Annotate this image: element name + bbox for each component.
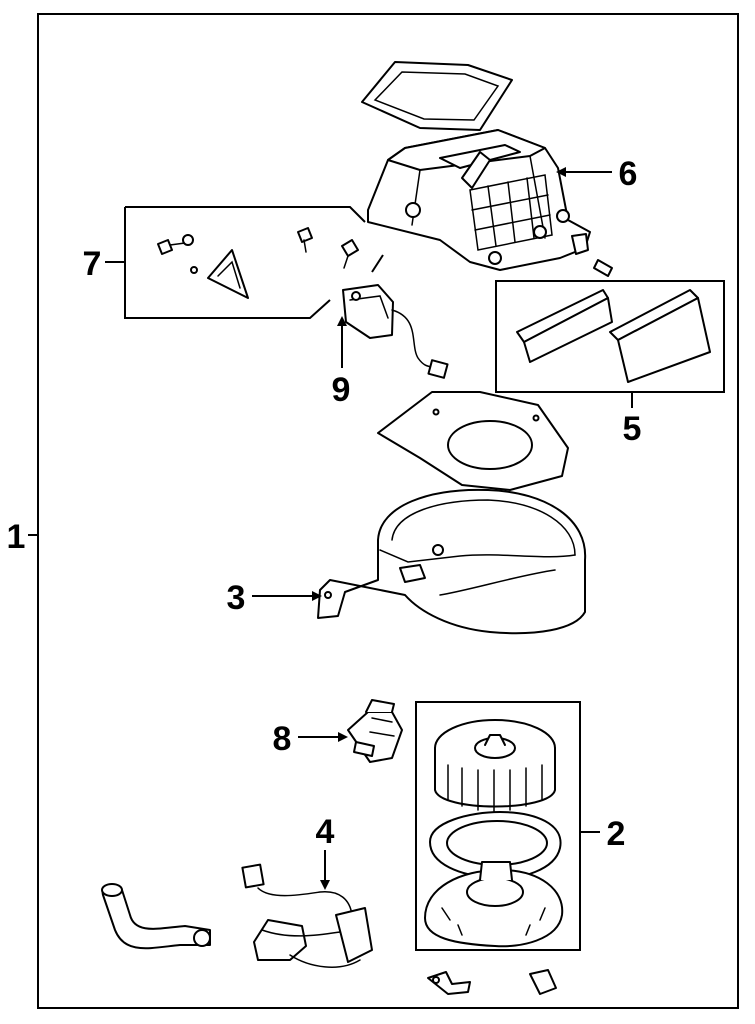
callout-5: 5 bbox=[623, 410, 642, 448]
part-upper-case bbox=[361, 61, 613, 277]
callout-3: 3 bbox=[227, 579, 246, 617]
part-resistor bbox=[347, 699, 403, 763]
part-small-clips bbox=[427, 969, 557, 995]
part-hose bbox=[101, 883, 211, 950]
part-hardware-kit bbox=[124, 206, 384, 319]
part-blower-housing bbox=[317, 391, 587, 635]
part-actuator bbox=[342, 284, 449, 379]
callout-9: 9 bbox=[332, 371, 351, 409]
part-blower-motor bbox=[415, 701, 581, 951]
callout-8: 8 bbox=[273, 720, 292, 758]
callout-4: 4 bbox=[316, 813, 335, 851]
callout-6: 6 bbox=[619, 155, 638, 193]
callout-1: 1 bbox=[7, 518, 26, 556]
callout-7: 7 bbox=[83, 245, 102, 283]
callout-2: 2 bbox=[607, 815, 626, 853]
part-wiring-harness bbox=[241, 863, 373, 968]
assembly-frame bbox=[37, 13, 739, 1009]
part-filters bbox=[495, 280, 725, 393]
